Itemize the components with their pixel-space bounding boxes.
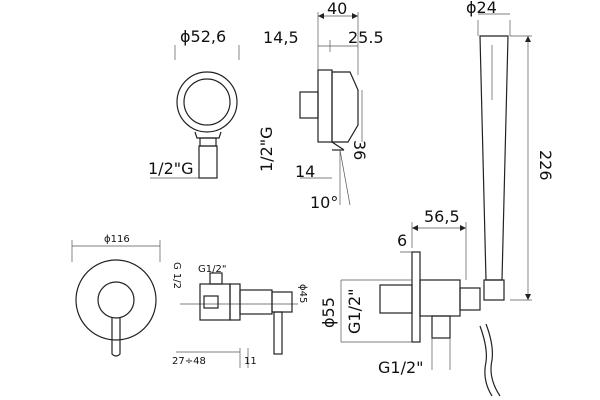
- valve-front-view: [71, 240, 161, 357]
- valve-diameter-label: ϕ45: [297, 284, 308, 303]
- valve-depth-fixed-label: 11: [244, 356, 257, 367]
- valve-side-view: [176, 272, 298, 368]
- outlet-angle-label: 10°: [310, 193, 338, 212]
- valve-thread-left-label: G 1/2: [171, 262, 182, 289]
- outlet-thread-label: 1/2"G: [257, 126, 276, 172]
- outlet-depth-b-label: 25.5: [348, 28, 384, 47]
- valve-plate-diameter-label: ϕ116: [104, 234, 130, 245]
- handshower-view: [477, 13, 532, 397]
- plate-thickness-label: 6: [397, 231, 407, 250]
- handshower-diameter-label: ϕ24: [466, 0, 497, 17]
- wall-bracket-view: [150, 45, 240, 179]
- valve-thread-side-label: G1/2": [198, 264, 226, 275]
- unit-thread-top-label: G1/2": [345, 288, 364, 334]
- handshower-length-label: 226: [536, 150, 555, 181]
- plate-diameter-label: ϕ55: [319, 297, 338, 328]
- bracket-diameter-label: ϕ52,6: [180, 27, 226, 46]
- concealed-unit-view: [340, 222, 481, 370]
- unit-offset-label: 56,5: [424, 207, 460, 226]
- valve-depth-range-label: 27÷48: [172, 356, 206, 367]
- outlet-width-label: 40: [327, 0, 347, 18]
- bracket-thread-label: 1/2"G: [148, 159, 194, 178]
- outlet-depth-a-label: 14,5: [263, 28, 299, 47]
- wall-outlet-view: [299, 12, 363, 206]
- outlet-base-label: 14: [295, 162, 315, 181]
- unit-thread-bottom-label: G1/2": [378, 358, 424, 377]
- outlet-height-label: 36: [350, 140, 369, 160]
